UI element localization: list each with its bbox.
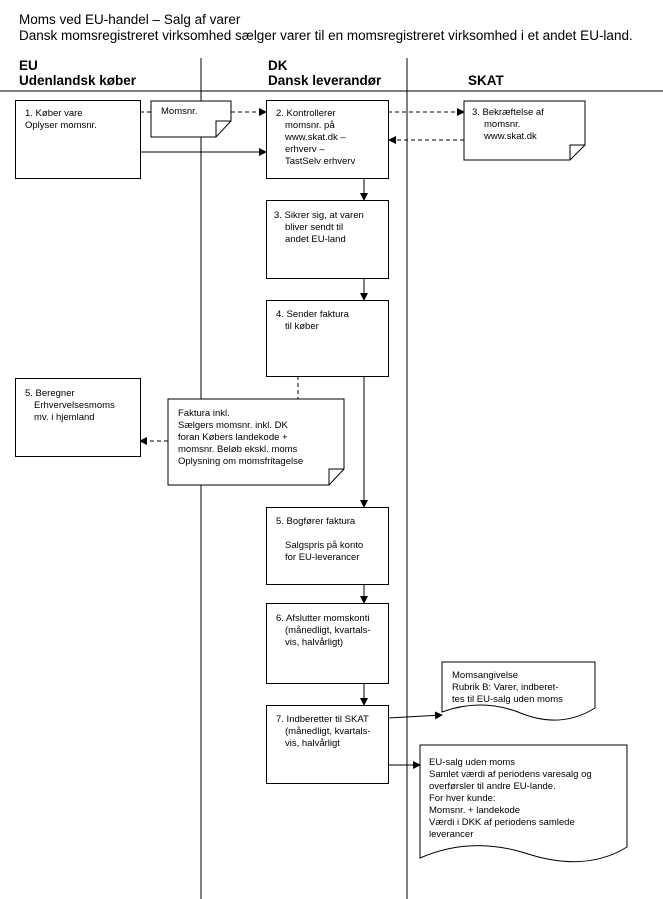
faktura-line: foran Købers landekode + (178, 432, 288, 443)
box-line: 3. Sikrer sig, at varen (274, 210, 364, 221)
box-line: 2. Kontrollerer (276, 108, 336, 119)
step-eu-5-box: 5. Beregner Erhvervelsesmoms mv. i hjeml… (15, 378, 141, 457)
column-skat-label: SKAT (468, 73, 504, 88)
momsangivelse-doc-shape (441, 661, 596, 721)
faktura-line: Oplysning om momsfritagelse (178, 456, 304, 467)
eusalg-line: overførsler til andre EU-lande. (429, 781, 556, 792)
faktura-line: momsnr. Beløb ekskl. moms (178, 444, 298, 455)
arrow-dk7-momsangivelse (387, 711, 443, 720)
momsnr-doc-shape (150, 100, 232, 138)
box-line: 1. Køber vare (25, 108, 83, 119)
skat-confirm-line: www.skat.dk (484, 131, 537, 142)
box-line: momsnr. på (285, 120, 335, 131)
diagram-subtitle: Dansk momsregistreret virksomhed sælger … (19, 28, 633, 43)
faktura-line: Faktura inkl. (178, 408, 230, 419)
box-line: 5. Beregner (25, 388, 75, 399)
box-line: (månedligt, kvartals- (285, 726, 371, 737)
box-line: Erhvervelsesmoms (34, 400, 115, 411)
eusalg-line: For hver kunde: (429, 793, 496, 804)
step-eu-1-box: 1. Køber vare Oplyser momsnr. (15, 100, 141, 179)
eusalg-line: leverancer (429, 829, 474, 840)
step-dk-7-box: 7. Indberetter til SKAT (månedligt, kvar… (266, 705, 389, 784)
box-line: andet EU-land (285, 234, 346, 245)
faktura-line: Sælgers momsnr. inkl. DK (178, 420, 288, 431)
eusalg-doc-shape (419, 744, 628, 863)
column-dk-label: DK (268, 58, 288, 73)
skat-confirm-line: 3. Bekræftelse af (472, 107, 544, 118)
skat-confirm-doc-shape (463, 100, 586, 161)
box-line: til køber (285, 321, 319, 332)
box-line: Salgspris på konto (285, 540, 364, 551)
box-line: 4. Sender faktura (276, 309, 349, 320)
eusalg-line: Værdi i DKK af periodens samlede (429, 817, 575, 828)
box-line: bliver sendt til (285, 222, 344, 233)
column-eu-label: EU (19, 58, 38, 73)
step-dk-3-box: 3. Sikrer sig, at varen bliver sendt til… (266, 200, 389, 279)
step-dk-6-box: 6. Afslutter momskonti (månedligt, kvart… (266, 603, 389, 684)
box-line: vis, halvårligt (285, 738, 340, 749)
momsangivelse-line: Momsangivelse (452, 670, 518, 681)
momsangivelse-line: tes til EU-salg uden moms (452, 694, 563, 705)
column-eu-sublabel: Udenlandsk køber (19, 73, 137, 88)
momsnr-doc-label: Momsnr. (161, 106, 198, 117)
box-line: Oplyser momsnr. (25, 120, 97, 131)
faktura-doc-shape (167, 398, 345, 486)
column-dk-sublabel: Dansk leverandør (268, 73, 382, 88)
eusalg-line: Momsnr. + landekode (429, 805, 521, 816)
step-dk-5-box: 5. Bogfører faktura Salgspris på konto f… (266, 507, 389, 585)
box-line: 5. Bogfører faktura (276, 516, 356, 527)
box-line: 7. Indberetter til SKAT (276, 714, 369, 725)
box-line: for EU-leverancer (285, 552, 360, 563)
momsangivelse-line: Rubrik B: Varer, indberet- (452, 682, 559, 693)
box-line: mv. i hjemland (34, 412, 95, 423)
eusalg-line: Samlet værdi af periodens varesalg og (429, 769, 592, 780)
step-dk-2-box: 2. Kontrollerer momsnr. på www.skat.dk –… (266, 100, 389, 179)
skat-confirm-line: momsnr. (484, 119, 521, 130)
box-line: erhverv – (285, 144, 325, 155)
step-dk-4-box: 4. Sender faktura til køber (266, 300, 389, 377)
box-line: www.skat.dk – (285, 132, 346, 143)
eusalg-line: EU-salg uden moms (429, 757, 516, 768)
box-line: (månedligt, kvartals- (285, 625, 371, 636)
box-line: TastSelv erhverv (285, 156, 356, 167)
box-line: vis, halvårligt) (285, 637, 344, 648)
diagram-title: Moms ved EU-handel – Salg af varer (19, 12, 241, 27)
box-line: 6. Afslutter momskonti (276, 613, 370, 624)
